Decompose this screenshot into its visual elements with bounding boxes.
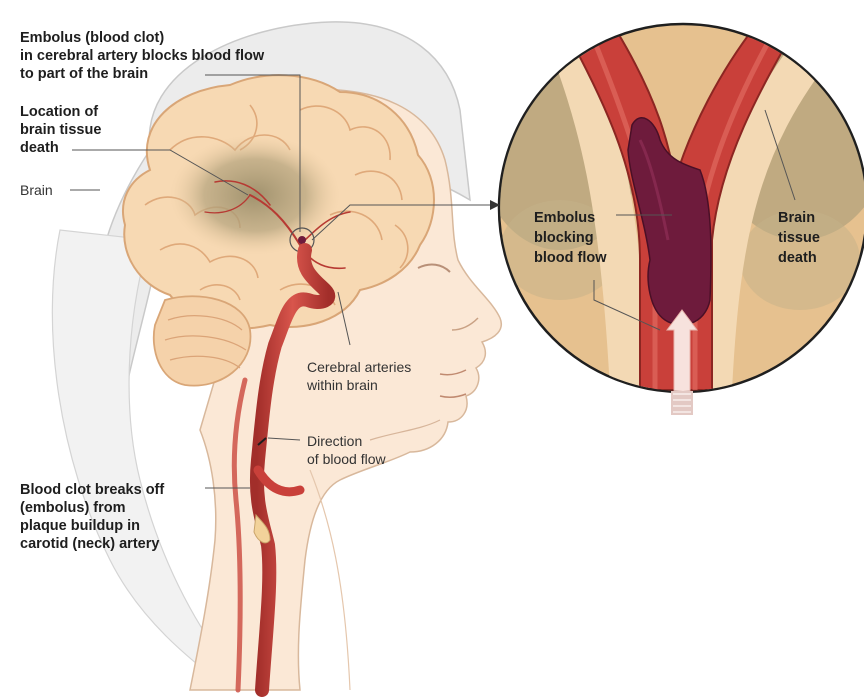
label-tissue-death-location: Location of brain tissue death bbox=[20, 104, 105, 156]
label-embolus-blocking: Embolus blocking blood flow bbox=[534, 210, 607, 266]
label-brain: Brain bbox=[20, 182, 53, 198]
arrow-spring bbox=[672, 392, 692, 414]
embolus-site bbox=[298, 236, 306, 244]
tissue-death-area bbox=[170, 135, 340, 255]
